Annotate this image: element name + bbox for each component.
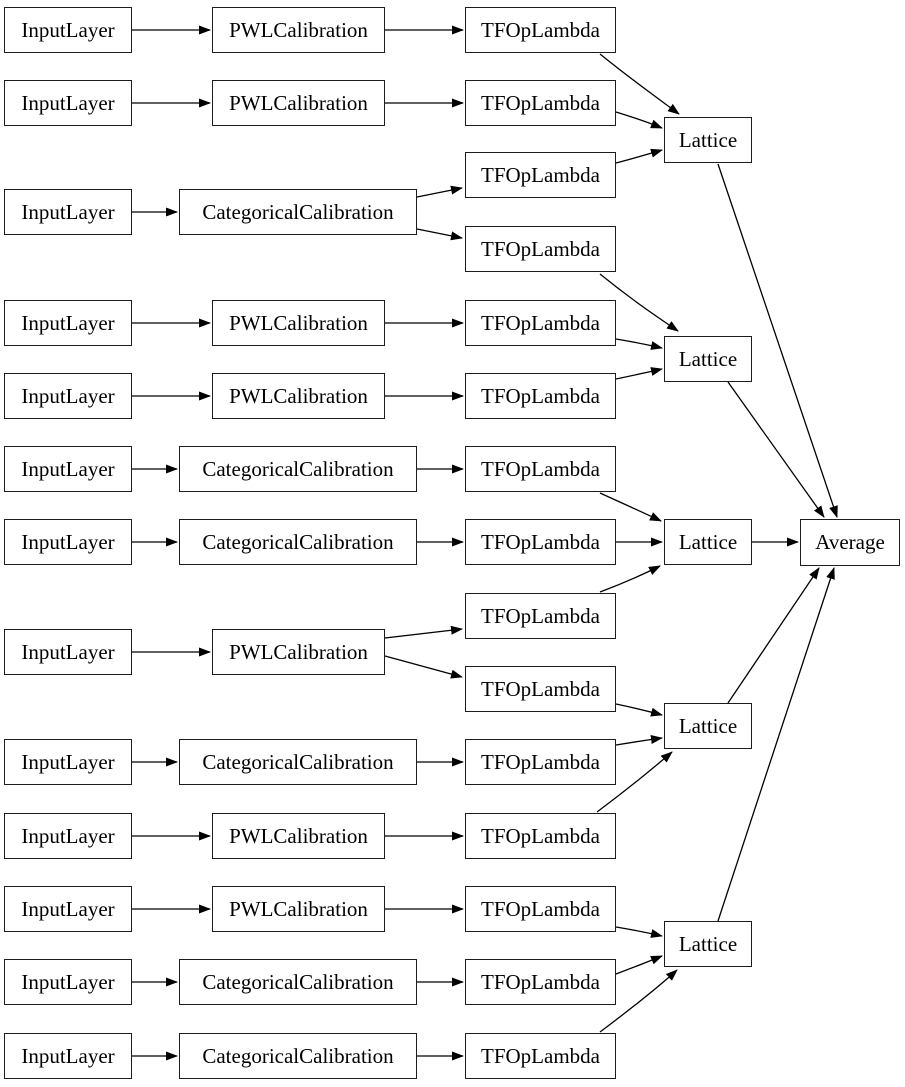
- node-inputlayer-10: InputLayer: [4, 813, 132, 859]
- node-inputlayer-8: InputLayer: [4, 629, 132, 675]
- node-tfoplambda-9: TFOpLambda: [465, 593, 616, 639]
- node-tfoplambda-2: TFOpLambda: [465, 80, 616, 126]
- edge-tfoplambda-9-to-lattice-3: [599, 565, 661, 593]
- node-inputlayer-7: InputLayer: [4, 519, 132, 565]
- node-pwlcalibration-2: PWLCalibration: [212, 80, 385, 126]
- node-inputlayer-9: InputLayer: [4, 739, 132, 785]
- edge-categoricalcalibration-1-to-tfoplambda-3: [416, 185, 463, 198]
- node-categoricalcalibration-1: CategoricalCalibration: [179, 189, 417, 235]
- node-lattice-1: Lattice: [664, 117, 752, 163]
- node-pwlcalibration-1: PWLCalibration: [212, 7, 385, 53]
- node-inputlayer-5: InputLayer: [4, 373, 132, 419]
- node-tfoplambda-4: TFOpLambda: [465, 226, 616, 272]
- node-categoricalcalibration-4: CategoricalCalibration: [179, 739, 417, 785]
- node-tfoplambda-15: TFOpLambda: [465, 1033, 616, 1079]
- edge-tfoplambda-10-to-lattice-4: [615, 703, 663, 717]
- node-pwlcalibration-5: PWLCalibration: [212, 629, 385, 675]
- node-pwlcalibration-7: PWLCalibration: [212, 886, 385, 932]
- node-tfoplambda-7: TFOpLambda: [465, 446, 616, 492]
- edge-tfoplambda-3-to-lattice-1: [615, 148, 663, 164]
- node-inputlayer-4: InputLayer: [4, 300, 132, 346]
- edge-pwlcalibration-5-to-tfoplambda-9: [384, 625, 463, 639]
- edge-tfoplambda-15-to-lattice-5: [599, 969, 678, 1033]
- node-lattice-2: Lattice: [664, 336, 752, 382]
- node-inputlayer-1: InputLayer: [4, 7, 132, 53]
- edge-tfoplambda-1-to-lattice-1: [599, 53, 680, 115]
- node-tfoplambda-3: TFOpLambda: [465, 152, 616, 198]
- node-average-1: Average: [800, 519, 900, 566]
- node-pwlcalibration-6: PWLCalibration: [212, 813, 385, 859]
- edge-tfoplambda-4-to-lattice-2: [599, 273, 679, 332]
- edge-lattice-2-to-average-1: [727, 381, 825, 518]
- edge-tfoplambda-5-to-lattice-2: [615, 338, 663, 350]
- node-tfoplambda-12: TFOpLambda: [465, 813, 616, 859]
- node-tfoplambda-13: TFOpLambda: [465, 886, 616, 932]
- node-tfoplambda-6: TFOpLambda: [465, 373, 616, 419]
- edge-lattice-1-to-average-1: [717, 163, 838, 518]
- edge-tfoplambda-2-to-lattice-1: [615, 111, 663, 129]
- node-categoricalcalibration-2: CategoricalCalibration: [179, 446, 417, 492]
- node-tfoplambda-1: TFOpLambda: [465, 7, 616, 53]
- node-tfoplambda-8: TFOpLambda: [465, 519, 616, 565]
- node-categoricalcalibration-6: CategoricalCalibration: [179, 1033, 417, 1079]
- node-categoricalcalibration-5: CategoricalCalibration: [179, 959, 417, 1005]
- edge-tfoplambda-14-to-lattice-5: [615, 955, 663, 975]
- node-inputlayer-13: InputLayer: [4, 1033, 132, 1079]
- node-inputlayer-3: InputLayer: [4, 189, 132, 235]
- node-categoricalcalibration-3: CategoricalCalibration: [179, 519, 417, 565]
- edge-tfoplambda-6-to-lattice-2: [615, 367, 663, 380]
- edge-tfoplambda-11-to-lattice-4: [615, 735, 663, 746]
- node-inputlayer-11: InputLayer: [4, 886, 132, 932]
- edge-lattice-5-to-average-1: [717, 567, 835, 922]
- node-lattice-3: Lattice: [664, 519, 752, 565]
- edge-categoricalcalibration-1-to-tfoplambda-4: [416, 228, 463, 241]
- edge-lattice-4-to-average-1: [727, 567, 820, 704]
- node-inputlayer-12: InputLayer: [4, 959, 132, 1005]
- node-lattice-5: Lattice: [664, 921, 752, 967]
- node-pwlcalibration-4: PWLCalibration: [212, 373, 385, 419]
- node-inputlayer-6: InputLayer: [4, 446, 132, 492]
- node-inputlayer-2: InputLayer: [4, 80, 132, 126]
- node-tfoplambda-14: TFOpLambda: [465, 959, 616, 1005]
- node-tfoplambda-10: TFOpLambda: [465, 666, 616, 712]
- edge-tfoplambda-7-to-lattice-3: [599, 492, 662, 522]
- edge-pwlcalibration-5-to-tfoplambda-10: [384, 655, 463, 679]
- node-lattice-4: Lattice: [664, 703, 752, 749]
- edge-tfoplambda-12-to-lattice-4: [596, 751, 673, 813]
- node-tfoplambda-11: TFOpLambda: [465, 739, 616, 785]
- node-tfoplambda-5: TFOpLambda: [465, 300, 616, 346]
- node-pwlcalibration-3: PWLCalibration: [212, 300, 385, 346]
- edge-tfoplambda-13-to-lattice-5: [615, 926, 663, 938]
